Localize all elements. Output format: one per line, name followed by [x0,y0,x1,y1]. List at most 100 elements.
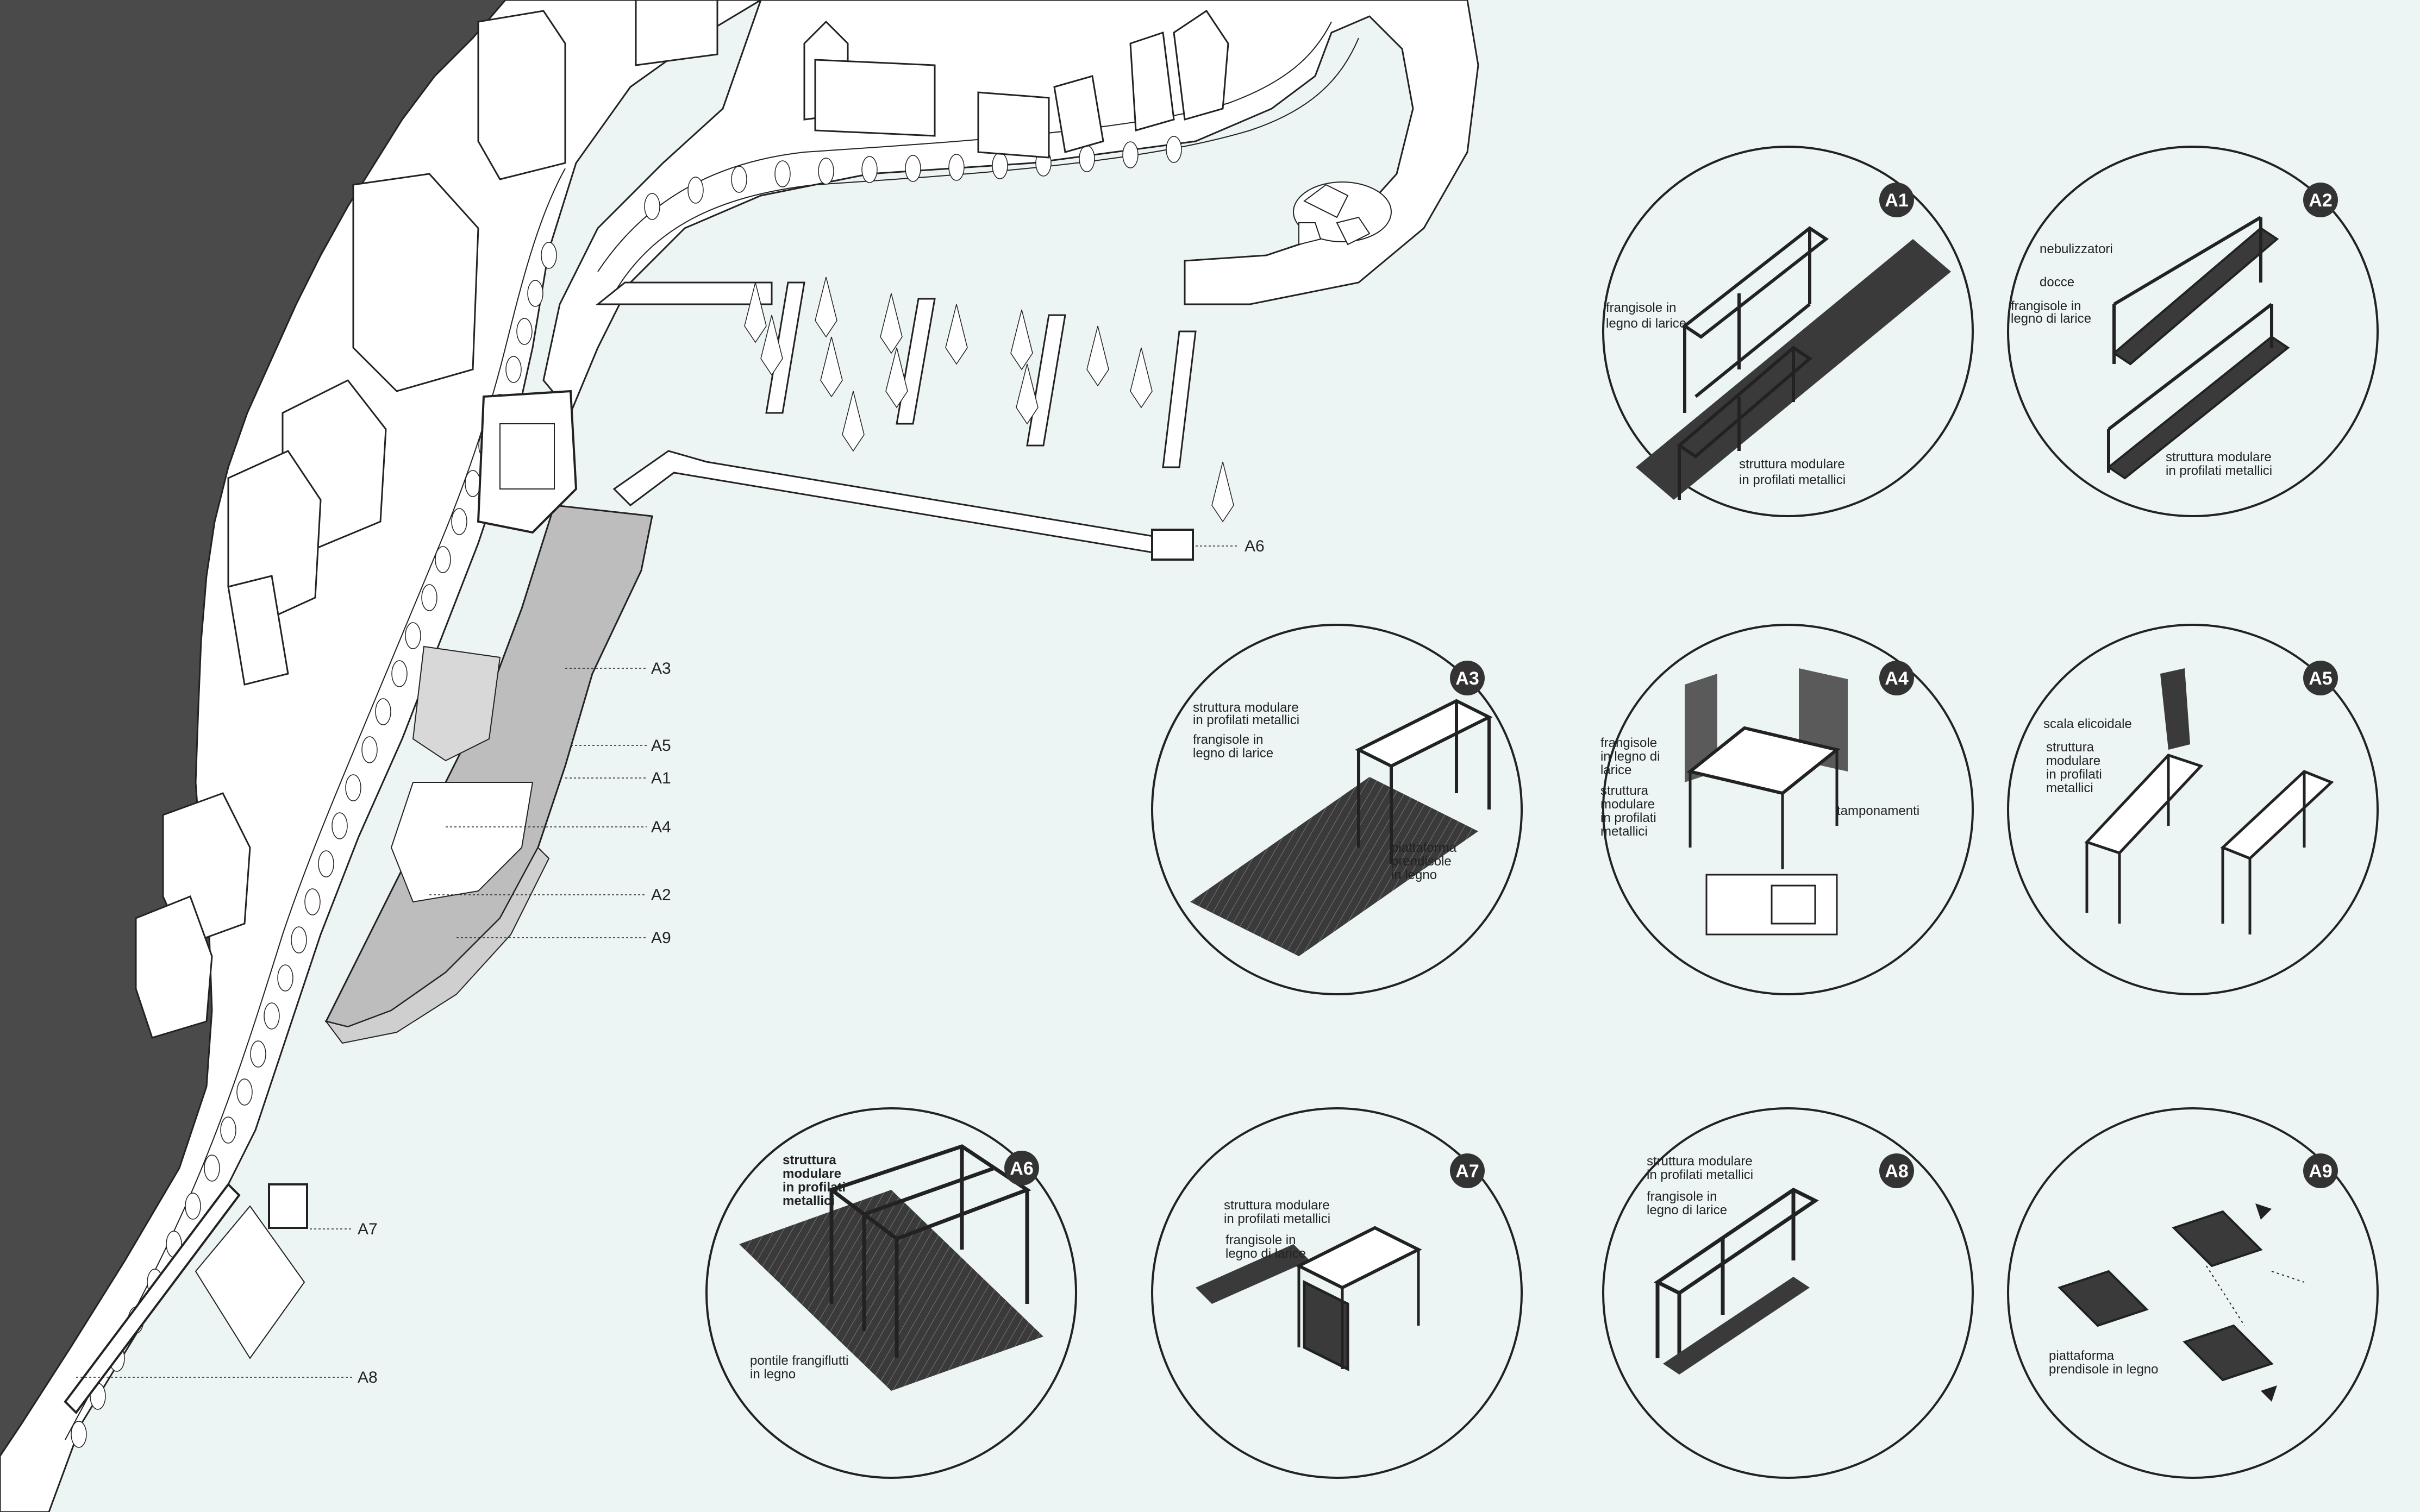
a9-platform-2 [2172,1210,2263,1268]
a7-legs [1297,1250,1420,1369]
a9-dotted [2206,1265,2305,1326]
harbour-road-inner [614,37,1359,294]
a2-frame-top [2112,227,2279,366]
a7-kiosk [268,1183,308,1229]
detail-a5: A5 scala elicoidale struttura modulare i… [2007,624,2379,995]
detail-a2-label-2: docce [2040,275,2074,290]
detail-a6: A6 struttura modulare in profilati metal… [705,1107,1077,1479]
a9-platform-3 [2183,1324,2274,1382]
a5-frame-left [2084,754,2204,924]
detail-a9-circle [2007,1107,2379,1479]
detail-a4-label-3: tamponamenti [1837,804,1919,818]
a4-legs [1689,750,1839,869]
a7-box [1303,1279,1349,1372]
a8-frame [1654,1187,1819,1369]
detail-a7-badge [1450,1153,1485,1188]
a4-plan [1705,874,1838,936]
detail-a1-badge [1879,183,1914,217]
a3-deck [1190,777,1478,956]
detail-a7-circle [1151,1107,1523,1479]
a2-frame-top-lines [2112,216,2262,364]
plaza-inner [412,645,501,762]
coastal-road [65,168,566,1440]
detail-a5-badge-text: A5 [2309,668,2332,689]
plaza-pavilion [477,390,578,534]
a9-platform-1 [2058,1270,2149,1327]
detail-a2-label-3: frangisole in legno di larice [2011,299,2091,326]
detail-a2-label-1: nebulizzatori [2040,242,2113,256]
a8-bench [1663,1277,1810,1375]
detail-a9-label-1: piattaforma prendisole in legno [2049,1348,2158,1377]
a9-arrow-2 [2261,1385,2277,1402]
coastal-buildings [135,0,1229,1039]
a7-deck [1196,1244,1310,1304]
detail-a8: A8 struttura modulare in profilati metal… [1602,1107,1974,1479]
detail-a5-badge [2303,661,2338,695]
a9-arrow-1 [2255,1203,2272,1220]
plan-label-a7: A7 [358,1220,378,1238]
urban-mass [0,0,505,1456]
detail-a5-label-1: scala elicoidale [2043,717,2132,731]
plan-labels: A3 A5 A1 A4 A2 A9 A6 A7 A8 [358,537,1265,1386]
detail-a1-label-2: struttura modulare in profilati metallic… [1739,457,1848,487]
detail-a7-label-2: frangisole in legno di larice [1225,1233,1306,1261]
detail-a8-label-1: struttura modulare in profilati metallic… [1647,1154,1756,1182]
plan-leaders [76,545,1239,1378]
plan-label-a9: A9 [651,929,671,947]
detail-a1-label-1: frangisole in legno di larice [1606,300,1686,331]
detail-a6-label-2: pontile frangiflutti in legno [750,1353,852,1382]
detail-a3: A3 struttura modulare in profilati metal… [1151,624,1523,995]
plaza-lower [390,782,534,903]
detail-a1: A1 frangisole in legno di larice struttu… [1602,146,1974,517]
a3-frame-legs [1357,701,1491,864]
detail-a3-label-1: struttura modulare in profilati metallic… [1193,700,1302,727]
detail-a8-badge-text: A8 [1885,1161,1908,1182]
detail-a3-badge-text: A3 [1455,668,1479,689]
detail-a2-badge-text: A2 [2309,190,2332,211]
a6-deck [739,1190,1043,1391]
plan-label-a8: A8 [358,1369,378,1386]
detail-a6-label-1: struttura modulare in profilati metallic… [783,1153,849,1208]
detail-a1-badge-text: A1 [1885,190,1908,211]
detail-a2: A2 nebulizzatori docce frangisole in leg… [2007,146,2379,517]
detail-a2-badge [2303,183,2338,217]
detail-a7-badge-text: A7 [1455,1161,1479,1182]
detail-a2-circle [2007,146,2379,517]
detail-a7-label-1: struttura modulare in profilati metallic… [1224,1198,1333,1226]
detail-a8-label-2: frangisole in legno di larice [1647,1189,1727,1218]
a1-frame [1681,226,1829,413]
plan-label-a5: A5 [651,737,671,755]
a5-frame-right [2220,770,2334,934]
detail-a4-badge-text: A4 [1885,668,1909,689]
a6-frame [827,1144,1031,1358]
plan-label-a2: A2 [651,886,671,904]
rock-shoreline [324,846,550,1044]
detail-a9-badge [2303,1153,2338,1188]
plan-label-a4: A4 [651,818,671,836]
a1-frame-2 [1677,346,1812,500]
detail-a4-badge [1879,661,1914,695]
detail-a4: A4 frangisole in legno di larice struttu… [1600,624,1974,995]
a2-frame-bottom-lines [2107,303,2273,473]
detail-a6-badge-text: A6 [1010,1158,1033,1179]
detail-a3-label-2: frangisole in legno di larice [1193,732,1273,761]
plan-label-a6: A6 [1245,537,1265,555]
moored-boats [744,277,1234,523]
detail-a5-circle [2007,624,2379,995]
pier-kiosk [1151,529,1194,561]
detail-a4-label-2: struttura modulare in profilati metallic… [1600,783,1660,839]
breakwater-pier [612,450,1164,555]
detail-a2-label-4: struttura modulare in profilati metallic… [2166,450,2275,478]
plan-label-a1: A1 [651,769,671,787]
detail-a6-badge [1004,1151,1039,1185]
detail-a9-badge-text: A9 [2309,1161,2332,1182]
plaza-pavilion-roof [499,423,555,490]
a2-frame-bottom [2106,335,2290,480]
a8-walkway [64,1182,241,1415]
roundabout-petals [1298,184,1371,246]
harbour-road [542,0,1479,415]
a5-helical-stair [2160,668,2190,750]
detail-a8-badge [1879,1153,1914,1188]
detail-a4-label-1: frangisole in legno di larice [1600,736,1664,777]
detail-a3-label-3: piattaforma prendisole in legno [1391,840,1460,882]
